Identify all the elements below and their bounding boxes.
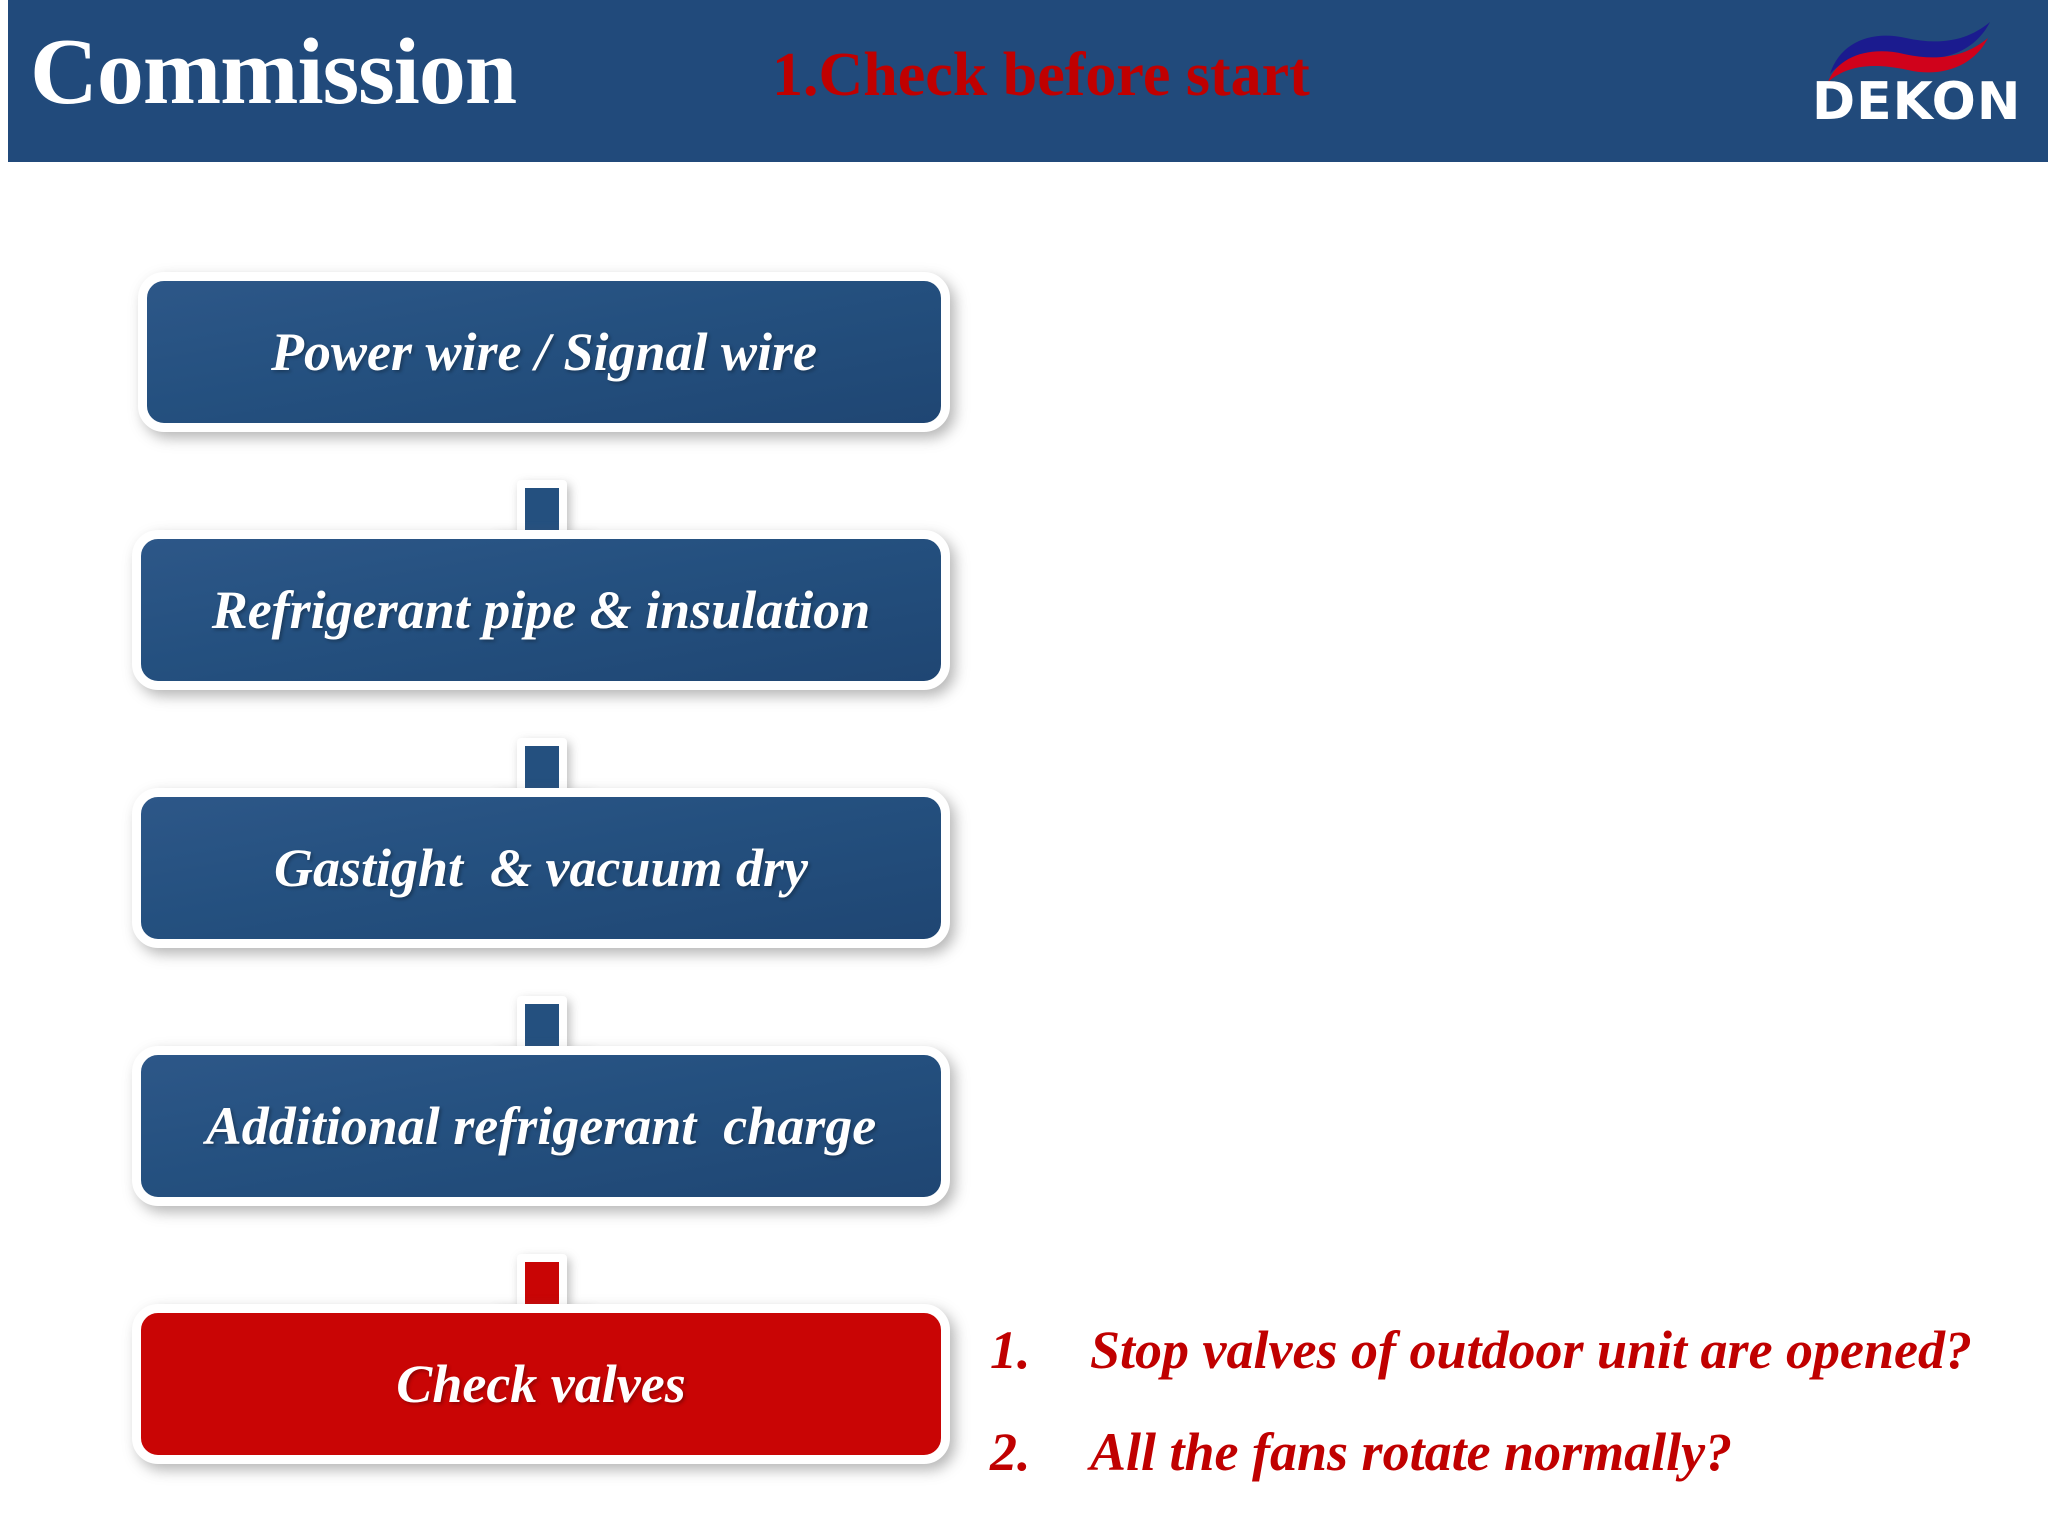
dekon-wave-icon	[1828, 22, 1990, 82]
list-item: 1. Stop valves of outdoor unit are opene…	[990, 1316, 2030, 1384]
slide-header-bar: Commission 1.Check before start DEKON	[8, 0, 2048, 162]
flow-step-power-wire[interactable]: Power wire / Signal wire	[138, 272, 950, 432]
dekon-logo: DEKON	[1812, 18, 2022, 140]
commission-flowchart: Power wire / Signal wire Refrigerant pip…	[0, 0, 1000, 1536]
note-text: Stop valves of outdoor unit are opened?	[1090, 1320, 1973, 1380]
check-valves-notes-list: 1. Stop valves of outdoor unit are opene…	[990, 1316, 2030, 1520]
note-number: 1.	[990, 1320, 1031, 1380]
flow-step-label: Power wire / Signal wire	[270, 322, 818, 382]
flow-step-check-valves[interactable]: Check valves	[132, 1304, 950, 1464]
list-item: 2. All the fans rotate normally?	[990, 1418, 2030, 1486]
flow-step-refrigerant-pipe[interactable]: Refrigerant pipe & insulation	[132, 530, 950, 690]
flow-step-label: Check valves	[396, 1354, 686, 1414]
flow-step-gastight-vacuum-dry[interactable]: Gastight & vacuum dry	[132, 788, 950, 948]
note-text: All the fans rotate normally?	[1090, 1422, 1733, 1482]
page-title: Commission	[30, 20, 517, 124]
flow-step-label: Gastight & vacuum dry	[273, 838, 809, 898]
header-subtitle: 1.Check before start	[772, 41, 1310, 109]
flow-step-label: Refrigerant pipe & insulation	[211, 580, 871, 640]
note-number: 2.	[990, 1422, 1031, 1482]
flow-step-additional-refrigerant-charge[interactable]: Additional refrigerant charge	[132, 1046, 950, 1206]
flow-step-label: Additional refrigerant charge	[205, 1096, 877, 1156]
dekon-logo-text: DEKON	[1812, 72, 2022, 132]
